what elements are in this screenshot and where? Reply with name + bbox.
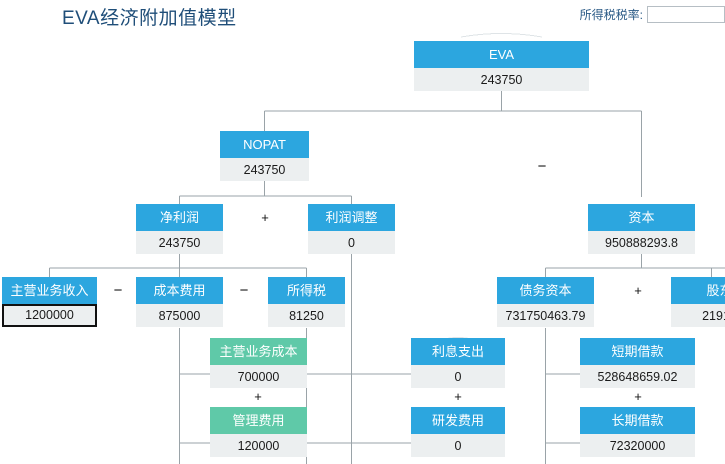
tax-rate-input[interactable]	[647, 6, 725, 23]
node-admin-expense-value[interactable]: 120000	[210, 434, 307, 457]
node-debt-capital-label: 债务资本	[497, 277, 594, 304]
node-main-business-cost-label: 主营业务成本	[210, 338, 307, 365]
node-cost-expense-label: 成本费用	[136, 277, 223, 304]
node-net-profit-value[interactable]: 243750	[136, 231, 223, 254]
node-main-revenue-value[interactable]: 1200000	[2, 304, 97, 327]
node-main-revenue-label: 主营业务收入	[2, 277, 97, 304]
operator-adjustment-plus: +	[454, 389, 462, 404]
node-interest-expense[interactable]: 利息支出 0	[411, 338, 505, 388]
node-capital-label: 资本	[588, 204, 695, 231]
node-eva-value[interactable]: 243750	[414, 68, 589, 91]
node-net-profit[interactable]: 净利润 243750	[136, 204, 223, 254]
node-income-tax[interactable]: 所得税 81250	[268, 277, 345, 327]
node-main-revenue[interactable]: 主营业务收入 1200000	[2, 277, 97, 327]
operator-capital-plus: +	[634, 283, 642, 298]
node-admin-expense-label: 管理费用	[210, 407, 307, 434]
node-rd-expense-value[interactable]: 0	[411, 434, 505, 457]
tax-rate-field-group: 所得税税率:	[580, 6, 725, 23]
node-rd-expense[interactable]: 研发费用 0	[411, 407, 505, 457]
node-main-business-cost[interactable]: 主营业务成本 700000	[210, 338, 307, 388]
node-nopat-value[interactable]: 243750	[220, 158, 309, 181]
node-profit-adjustment-label: 利润调整	[308, 204, 395, 231]
node-rd-expense-label: 研发费用	[411, 407, 505, 434]
node-long-term-loan[interactable]: 长期借款 72320000	[580, 407, 695, 457]
operator-eva-minus: −	[537, 158, 547, 175]
node-cost-expense-value[interactable]: 875000	[136, 304, 223, 327]
operator-debt-plus: +	[634, 389, 642, 404]
node-admin-expense[interactable]: 管理费用 120000	[210, 407, 307, 457]
node-cost-expense[interactable]: 成本费用 875000	[136, 277, 223, 327]
node-capital[interactable]: 资本 950888293.8	[588, 204, 695, 254]
operator-nopat-plus: +	[261, 210, 269, 225]
node-interest-expense-label: 利息支出	[411, 338, 505, 365]
operator-net-profit-minus-1: −	[113, 282, 123, 299]
node-eva[interactable]: EVA 243750	[414, 41, 589, 91]
node-long-term-loan-label: 长期借款	[580, 407, 695, 434]
node-equity-capital-label: 股东	[671, 277, 725, 304]
node-net-profit-label: 净利润	[136, 204, 223, 231]
node-main-business-cost-value[interactable]: 700000	[210, 365, 307, 388]
node-short-term-loan-label: 短期借款	[580, 338, 695, 365]
page-title: EVA经济附加值模型	[62, 8, 237, 29]
operator-cost-plus: +	[254, 389, 262, 404]
node-long-term-loan-value[interactable]: 72320000	[580, 434, 695, 457]
node-profit-adjustment-value[interactable]: 0	[308, 231, 395, 254]
node-debt-capital-value[interactable]: 731750463.79	[497, 304, 594, 327]
tax-rate-label: 所得税税率:	[579, 8, 643, 22]
node-equity-capital-value[interactable]: 21913	[671, 304, 725, 327]
node-nopat-label: NOPAT	[220, 131, 309, 158]
node-debt-capital[interactable]: 债务资本 731750463.79	[497, 277, 594, 327]
node-profit-adjustment[interactable]: 利润调整 0	[308, 204, 395, 254]
node-income-tax-label: 所得税	[268, 277, 345, 304]
node-nopat[interactable]: NOPAT 243750	[220, 131, 309, 181]
node-income-tax-value[interactable]: 81250	[268, 304, 345, 327]
node-short-term-loan-value[interactable]: 528648659.02	[580, 365, 695, 388]
node-interest-expense-value[interactable]: 0	[411, 365, 505, 388]
node-equity-capital[interactable]: 股东 21913	[671, 277, 725, 327]
node-short-term-loan[interactable]: 短期借款 528648659.02	[580, 338, 695, 388]
operator-net-profit-minus-2: −	[239, 282, 249, 299]
node-eva-label: EVA	[414, 41, 589, 68]
node-capital-value[interactable]: 950888293.8	[588, 231, 695, 254]
